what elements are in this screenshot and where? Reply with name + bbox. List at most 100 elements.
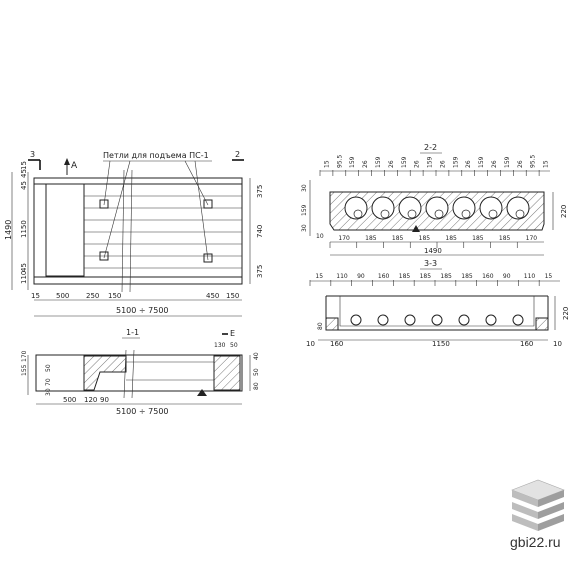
s22-top-dim-13: 159 <box>478 156 485 168</box>
s33-top-dim-2: 110 <box>336 273 348 280</box>
s33-hole <box>350 314 362 326</box>
s33-hole <box>404 314 416 326</box>
s33-top-dim-9: 160 <box>482 273 494 280</box>
s11-left-dim-4: 70 <box>45 378 52 386</box>
s11-right-dim-3: 80 <box>253 382 260 390</box>
view-mark: А <box>71 161 78 171</box>
lifting-loops-callout: Петли для подъема ПС-1 <box>103 151 209 160</box>
plan-bottom-dim-6: 150 <box>226 292 239 300</box>
section-3-3-label: 3-3 <box>424 259 437 268</box>
s22-void-inner <box>515 209 525 219</box>
s33-right-dim: 220 <box>562 307 570 320</box>
s22-bottom-dim-1: 170 <box>338 235 350 242</box>
s22-top-dim-17: 95.5 <box>530 154 537 168</box>
s33-top-dim-4: 160 <box>378 273 390 280</box>
plan-bottom-dim-1: 15 <box>31 292 40 300</box>
s11-right-top-dim-1: 130 <box>214 342 226 349</box>
s22-top-dim-11: 159 <box>452 156 459 168</box>
s22-void <box>398 196 422 220</box>
s33-bottom-dim-3: 160 <box>520 340 533 348</box>
watermark-url: gbi22.ru <box>510 534 561 550</box>
s22-top-dim-6: 26 <box>388 160 395 168</box>
s33-top-dim-5: 185 <box>399 273 411 280</box>
s11-left-dim-3: 30 <box>45 388 52 396</box>
plan-left-dim-2: 45 <box>20 169 28 178</box>
s22-void-inner <box>434 209 444 219</box>
plan-overall-height: 1490 <box>4 220 13 240</box>
s33-top-dim-10: 90 <box>503 273 511 280</box>
plan-left-dim-3: 1150 <box>20 220 28 238</box>
s22-void-inner <box>461 209 471 219</box>
s22-void <box>371 196 395 220</box>
s22-void <box>425 196 449 220</box>
s22-void-inner <box>488 209 498 219</box>
section-marker-right: 2 <box>235 150 240 159</box>
s11-left-dim-1: 155 <box>21 364 28 376</box>
s22-top-dim-16: 26 <box>517 160 524 168</box>
plan-length: 5100 ÷ 7500 <box>116 306 169 315</box>
s22-top-dim-15: 159 <box>504 156 511 168</box>
s22-top-dim-1: 15 <box>323 160 330 168</box>
s33-hole <box>458 314 470 326</box>
s33-bottom-dim-2: 1150 <box>432 340 450 348</box>
plan-bottom-dim-4: 150 <box>108 292 121 300</box>
plan-right-dim-3: 375 <box>256 265 264 278</box>
s22-bottom-dim-4: 185 <box>419 235 431 242</box>
s22-voids <box>344 196 530 220</box>
s33-top-dim-12: 15 <box>545 273 553 280</box>
plan-left-dim-4: 45 <box>20 263 28 272</box>
s11-left-dim-5: 50 <box>45 364 52 372</box>
s22-void <box>479 196 503 220</box>
s33-holes <box>350 314 524 326</box>
s22-top-dim-3: 159 <box>349 156 356 168</box>
section-2-2-label: 2-2 <box>424 143 437 152</box>
s22-top-dim-7: 159 <box>401 156 408 168</box>
s11-left-dim-2: 170 <box>21 350 28 362</box>
s22-top-dim-4: 26 <box>362 160 369 168</box>
s22-top-dim-2: 95.5 <box>336 154 343 168</box>
s22-bottom-dim-3: 185 <box>392 235 404 242</box>
cube-stack-logo <box>511 479 565 531</box>
section-1-1-marker: Е <box>230 329 235 338</box>
s11-bottom-dim-3: 90 <box>100 396 109 404</box>
s33-left-dim-1: 80 <box>317 322 324 330</box>
s22-top-dim-9: 159 <box>427 156 434 168</box>
s11-bottom-dim-2: 120 <box>84 396 97 404</box>
s33-left-dim-2: 10 <box>306 340 315 348</box>
s33-top-dim-11: 110 <box>524 273 536 280</box>
s22-bottom-dim-5: 185 <box>445 235 457 242</box>
section-2-2: 2-2 15 95.5 159 26 159 26 159 26 159 26 159 26 159 26… <box>301 143 568 256</box>
s22-bottom-dim-8: 170 <box>526 235 538 242</box>
s22-top-dim-8: 26 <box>414 160 421 168</box>
plan-bottom-dim-3: 250 <box>86 292 99 300</box>
s33-hole <box>485 314 497 326</box>
plan-right-dim-2: 740 <box>256 225 264 238</box>
s33-hole <box>512 314 524 326</box>
s22-void-inner <box>407 209 417 219</box>
plan-bottom-dim-2: 500 <box>56 292 69 300</box>
s11-right-top-dim-2: 50 <box>230 342 238 349</box>
s33-top-dim-1: 15 <box>315 273 323 280</box>
plan-right-dim-1: 375 <box>256 185 264 198</box>
s22-left-dim-4: 10 <box>316 233 324 240</box>
s22-top-dim-14: 26 <box>491 160 498 168</box>
s22-left-dim-3: 30 <box>301 224 308 232</box>
section-1-1-label: 1-1 <box>126 328 139 337</box>
s11-right-dim-2: 50 <box>253 368 260 376</box>
s33-top-dim-7: 185 <box>440 273 452 280</box>
s22-void <box>452 196 476 220</box>
plan-left-dim-1: 45 <box>20 181 28 190</box>
s22-top-dim-5: 159 <box>375 156 382 168</box>
s22-void-inner <box>380 209 390 219</box>
s22-top-dim-10: 26 <box>439 160 446 168</box>
s22-void <box>344 196 368 220</box>
plan-view: Петли для подъема ПС-1 А 3 2 <box>4 150 264 317</box>
s22-left-dim-2: 159 <box>301 204 308 216</box>
s11-right-dim-1: 40 <box>253 352 260 360</box>
section-marker-left: 3 <box>30 150 35 159</box>
plan-bottom-dim-5: 450 <box>206 292 219 300</box>
